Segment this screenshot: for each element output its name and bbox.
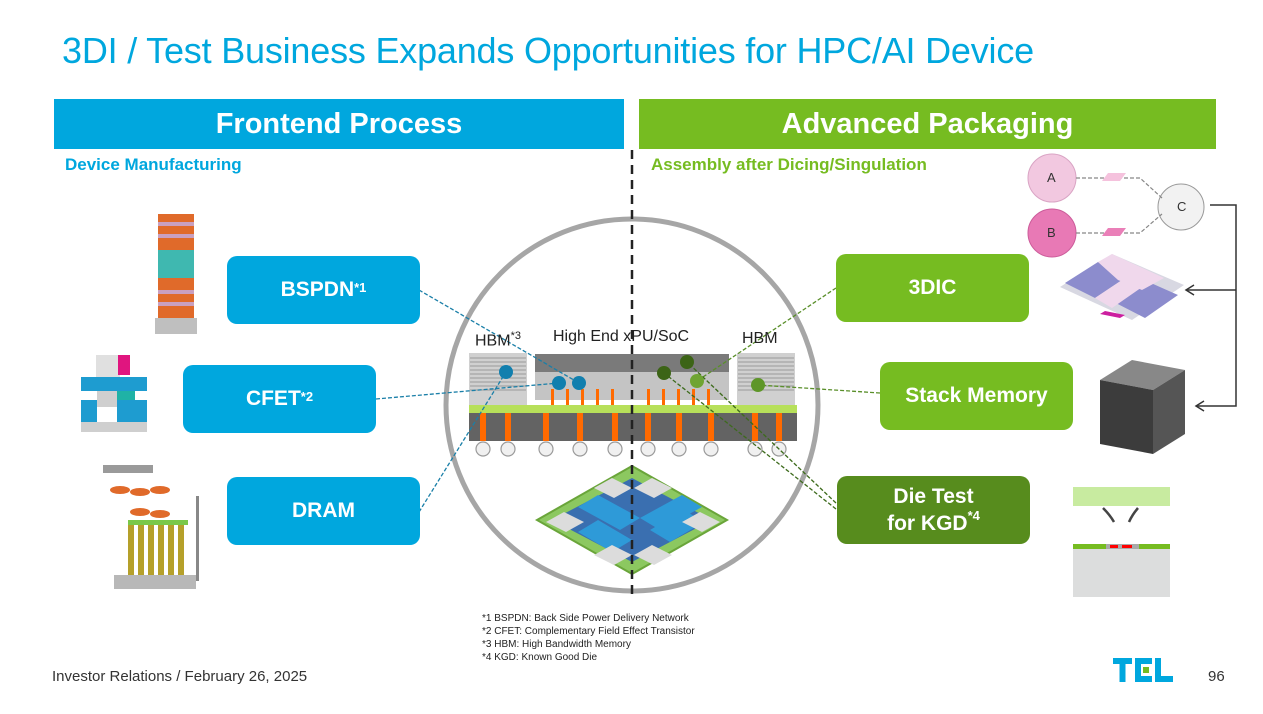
wafer-c-label: C: [1177, 199, 1187, 214]
3dic-button[interactable]: 3DIC: [836, 254, 1029, 322]
wafer-flow-diagram: [1027, 153, 1205, 258]
cfet-button[interactable]: CFET*2: [183, 365, 376, 433]
xpu-soc-label: High End xPU/SoC: [553, 328, 690, 345]
flow-bracket: [1184, 204, 1237, 412]
frontend-process-header: Frontend Process: [54, 99, 624, 149]
page-number: 96: [1208, 668, 1225, 685]
assembly-subheader: Assembly after Dicing/Singulation: [651, 155, 927, 174]
stacked-memory-cube-icon: [1100, 360, 1185, 454]
device-manufacturing-subheader: Device Manufacturing: [65, 155, 242, 174]
advanced-packaging-header: Advanced Packaging: [639, 99, 1216, 149]
slide-title: 3DI / Test Business Expands Opportunitie…: [62, 30, 1034, 71]
wafer-a-label: A: [1047, 170, 1056, 185]
package-3d-icon: [534, 464, 730, 576]
dram-button[interactable]: DRAM: [227, 477, 420, 545]
bspdn-structure-icon: [155, 214, 197, 334]
hbm-right-label: HBM: [742, 330, 778, 347]
footnotes: *1 BSPDN: Back Side Power Delivery Netwo…: [482, 613, 695, 663]
3dic-chiplet-icon: [1060, 254, 1184, 320]
cfet-transistor-icon: [81, 355, 147, 432]
hbm-left-label: HBM*3: [475, 330, 521, 350]
stack-memory-button[interactable]: Stack Memory: [880, 362, 1073, 430]
bspdn-button[interactable]: BSPDN*1: [227, 256, 420, 324]
wafer-b-label: B: [1047, 225, 1056, 240]
footer-text: Investor Relations / February 26, 2025: [52, 668, 308, 685]
probe-test-icon: [1073, 487, 1170, 597]
die-test-kgd-button[interactable]: Die Test for KGD*4: [837, 476, 1030, 544]
tel-logo-icon: [1113, 658, 1173, 682]
dram-capacitor-array-icon: [103, 465, 199, 589]
